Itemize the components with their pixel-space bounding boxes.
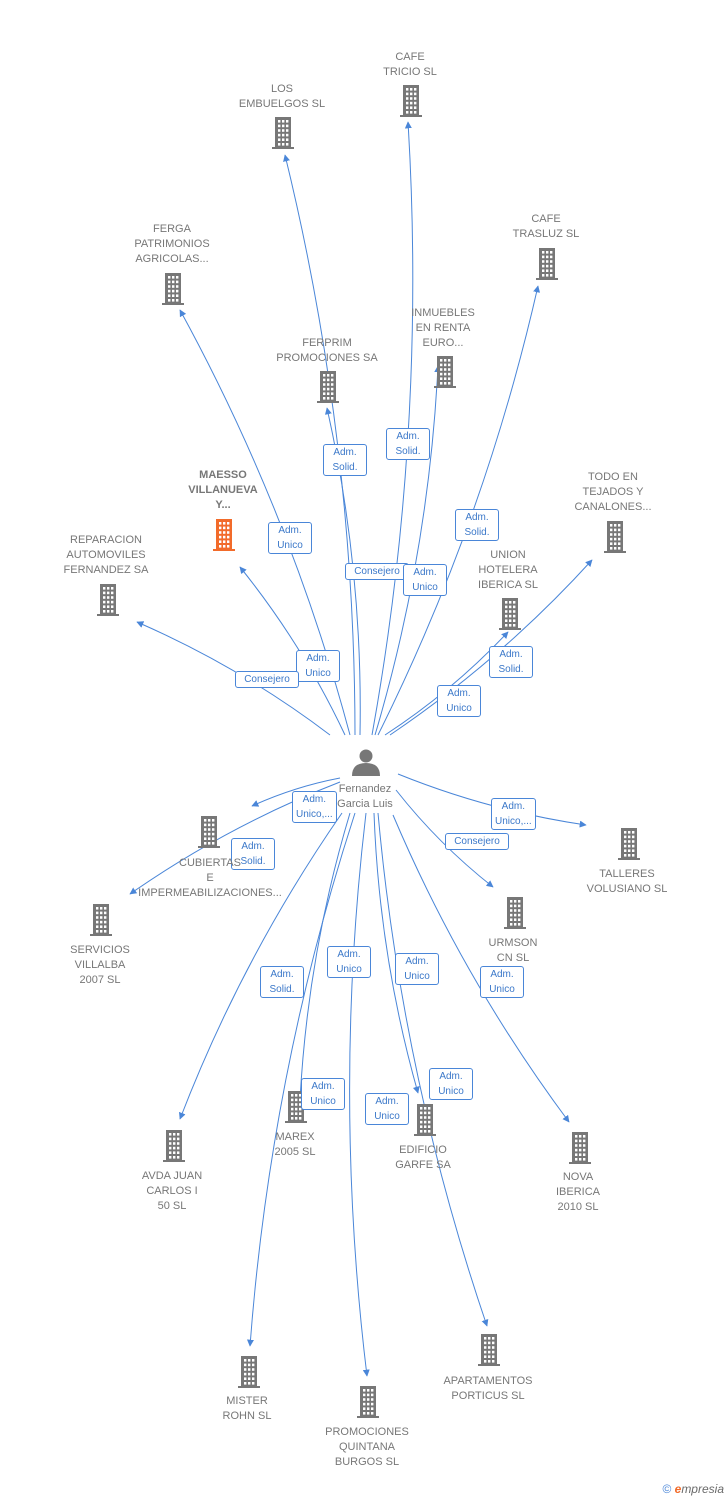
node-label-ferprim[interactable]: FERPRIM PROMOCIONES SA: [276, 337, 378, 364]
node-label-cubiertas[interactable]: CUBIERTAS E IMPERMEABILIZACIONES...: [138, 857, 282, 899]
edge-label-apartamentos[interactable]: Adm. Unico: [429, 1068, 473, 1100]
edge-label-cafe-tricio[interactable]: Adm. Solid.: [386, 428, 430, 460]
node-label-los-embuelgos[interactable]: LOS EMBUELGOS SL: [238, 83, 326, 110]
building-icon[interactable]: [414, 1104, 436, 1136]
person-icon[interactable]: [352, 749, 380, 777]
edge-label-avda-juan-carlos[interactable]: Adm. Solid.: [260, 966, 304, 998]
building-icon[interactable]: [163, 1130, 185, 1162]
node-label-union-hotelera[interactable]: UNION HOTELERA IBERICA SL: [478, 549, 538, 591]
edge-label-cafe-trasluz[interactable]: Adm. Solid.: [455, 509, 499, 541]
building-icon[interactable]: [504, 897, 526, 929]
node-label-marex[interactable]: MAREX 2005 SL: [274, 1131, 316, 1158]
building-icon[interactable]: [90, 904, 112, 936]
building-icon[interactable]: [97, 584, 119, 616]
edge-label-reparacion[interactable]: Consejero: [235, 671, 299, 688]
node-label-ferga[interactable]: FERGA PATRIMONIOS AGRICOLAS...: [134, 223, 210, 265]
building-icon[interactable]: [499, 598, 521, 630]
building-icon[interactable]: [536, 248, 558, 280]
node-label-nova-iberica[interactable]: NOVA IBERICA 2010 SL: [555, 1171, 600, 1213]
node-label-apartamentos[interactable]: APARTAMENTOS PORTICUS SL: [443, 1375, 533, 1402]
edge-label-urmson[interactable]: Consejero: [445, 833, 509, 850]
edge-marex: [296, 812, 351, 1101]
edge-mister-rohn: [246, 812, 356, 1347]
edge-los-embuelgos: [283, 154, 356, 736]
edge-edificio-garfe: [373, 812, 420, 1094]
building-icon[interactable]: [569, 1132, 591, 1164]
edge-nova-iberica: [392, 814, 570, 1123]
edge-avda-juan-carlos: [178, 812, 343, 1120]
node-label-cafe-trasluz[interactable]: CAFE TRASLUZ SL: [512, 213, 580, 240]
edge-label-inmuebles[interactable]: Adm. Unico: [403, 564, 447, 596]
edge-apartamentos: [377, 812, 489, 1327]
building-icon[interactable]: [604, 521, 626, 553]
building-icon[interactable]: [400, 85, 422, 117]
copyright-icon: ©: [662, 1482, 672, 1496]
node-label-cafe-tricio[interactable]: CAFE TRICIO SL: [383, 51, 437, 78]
edge-cubiertas: [251, 777, 341, 807]
node-label-edificio-garfe[interactable]: EDIFICIO GARFE SA: [395, 1144, 451, 1171]
building-icon[interactable]: [317, 371, 339, 403]
building-icon[interactable]: [213, 519, 235, 551]
building-icon[interactable]: [285, 1091, 307, 1123]
edge-label-talleres[interactable]: Adm. Unico,...: [491, 798, 536, 830]
building-icon[interactable]: [357, 1386, 379, 1418]
edge-label-ferga[interactable]: Adm. Unico: [268, 522, 312, 554]
node-label-avda-juan-carlos[interactable]: AVDA JUAN CARLOS I 50 SL: [141, 1170, 203, 1212]
edge-label-ferprim[interactable]: Adm. Solid.: [323, 444, 367, 476]
empresia-logo: empresia: [674, 1482, 724, 1496]
building-icon[interactable]: [478, 1334, 500, 1366]
edge-label-servicios-villalba[interactable]: Adm. Solid.: [231, 838, 275, 870]
edge-label-todo-en-tejados[interactable]: Adm. Solid.: [489, 646, 533, 678]
node-label-todo-en-tejados[interactable]: TODO EN TEJADOS Y CANALONES...: [574, 471, 652, 513]
node-label-maesso[interactable]: MAESSO VILLANUEVA Y...: [188, 469, 258, 511]
center-person-label[interactable]: Fernandez Garcia Luis: [337, 783, 393, 810]
node-label-urmson[interactable]: URMSON CN SL: [488, 937, 538, 964]
edge-talleres: [397, 773, 587, 828]
edge-label-maesso[interactable]: Adm. Unico: [296, 650, 340, 682]
building-icon[interactable]: [272, 117, 294, 149]
node-label-promociones-quintana[interactable]: PROMOCIONES QUINTANA BURGOS SL: [325, 1426, 409, 1468]
edge-label-promociones-quintana[interactable]: Adm. Unico: [365, 1093, 409, 1125]
edge-inmuebles: [374, 365, 442, 736]
empresia-footer[interactable]: © empresia: [662, 1482, 724, 1496]
node-label-reparacion[interactable]: REPARACION AUTOMOVILES FERNANDEZ SA: [63, 534, 149, 576]
edge-promociones-quintana: [349, 812, 370, 1377]
edge-label-nova-iberica[interactable]: Adm. Unico: [480, 966, 524, 998]
edge-label-union-hotelera[interactable]: Adm. Unico: [437, 685, 481, 717]
edge-label-mister-rohn[interactable]: Adm. Unico: [301, 1078, 345, 1110]
building-icon[interactable]: [162, 273, 184, 305]
node-label-inmuebles[interactable]: INMUEBLES EN RENTA EURO...: [411, 307, 475, 349]
edge-maesso: [239, 566, 346, 736]
node-label-mister-rohn[interactable]: MISTER ROHN SL: [222, 1395, 272, 1422]
node-label-servicios-villalba[interactable]: SERVICIOS VILLALBA 2007 SL: [70, 944, 130, 986]
edge-label-edificio-garfe[interactable]: Adm. Unico: [395, 953, 439, 985]
building-icon[interactable]: [434, 356, 456, 388]
edge-label-cubiertas[interactable]: Adm. Unico,...: [292, 791, 337, 823]
node-label-talleres[interactable]: TALLERES VOLUSIANO SL: [586, 868, 668, 895]
edge-label-marex[interactable]: Adm. Unico: [327, 946, 371, 978]
building-icon[interactable]: [198, 816, 220, 848]
edge-urmson: [395, 789, 494, 888]
building-icon[interactable]: [238, 1356, 260, 1388]
edge-label-los-embuelgos[interactable]: Consejero: [345, 563, 409, 580]
building-icon[interactable]: [618, 828, 640, 860]
